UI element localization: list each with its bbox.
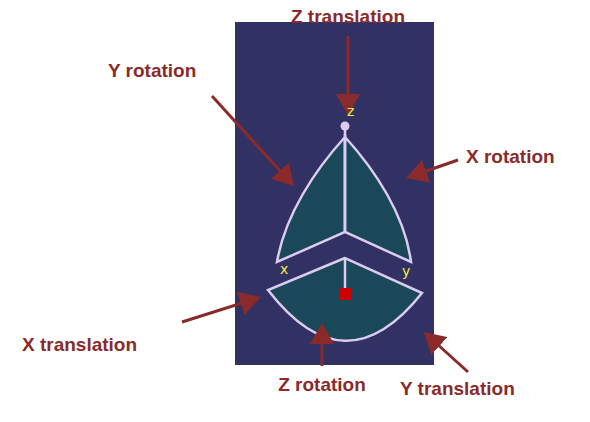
leader-arrow xyxy=(426,334,468,372)
callout-label: Y rotation xyxy=(108,60,196,83)
z-axis-base xyxy=(344,258,347,288)
z-handle xyxy=(341,122,350,131)
z-axis xyxy=(344,137,347,232)
leader-arrow xyxy=(409,160,458,177)
compass xyxy=(268,122,422,341)
leader-arrow xyxy=(212,96,292,184)
callout-label: X translation xyxy=(22,334,137,357)
axis-letter: x xyxy=(280,262,288,276)
leaders xyxy=(182,36,468,372)
y-rotation-plane xyxy=(277,137,345,262)
panel xyxy=(235,22,434,365)
x-rotation-plane xyxy=(345,137,411,262)
callout-label: Y translation xyxy=(400,378,515,401)
leader-arrow xyxy=(347,36,350,112)
axis-letter: z xyxy=(347,104,354,118)
z-rotation-plane xyxy=(268,258,422,341)
leader-arrow xyxy=(321,326,324,366)
anchor-square xyxy=(339,288,351,300)
callout-label: Z rotation xyxy=(278,374,366,397)
axis-letter: y xyxy=(402,264,410,278)
leader-arrow xyxy=(182,298,258,322)
callout-label: X rotation xyxy=(466,146,555,169)
callout-label: Z translation xyxy=(291,6,405,29)
